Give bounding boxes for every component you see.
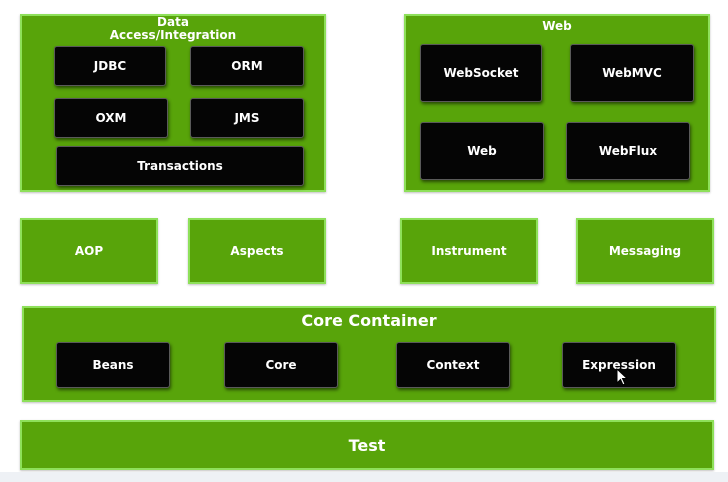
oxm-box: OXM	[54, 98, 168, 138]
core-box: Core	[224, 342, 338, 388]
jms-box: JMS	[190, 98, 304, 138]
transactions-box: Transactions	[56, 146, 304, 186]
beans-box: Beans	[56, 342, 170, 388]
messaging-module: Messaging	[576, 218, 714, 284]
orm-box: ORM	[190, 46, 304, 86]
aspects-module: Aspects	[188, 218, 326, 284]
data-access-title: Data Access/Integration	[22, 16, 324, 42]
aop-label: AOP	[74, 244, 104, 258]
data-access-title-line2: Access/Integration	[109, 28, 237, 42]
instrument-module: Instrument	[400, 218, 538, 284]
context-box: Context	[396, 342, 510, 388]
core-container-module: Core Container Beans Core Context Expres…	[22, 306, 716, 402]
data-access-title-line1: Data	[157, 15, 189, 29]
expression-box: Expression	[562, 342, 676, 388]
web-module: Web WebSocket WebMVC Web WebFlux	[404, 14, 710, 192]
instrument-label: Instrument	[431, 244, 507, 258]
aspects-label: Aspects	[230, 244, 284, 258]
core-container-title: Core Container	[301, 311, 437, 330]
test-module: Test	[20, 420, 714, 470]
web-box: Web	[420, 122, 544, 180]
aop-module: AOP	[20, 218, 158, 284]
jdbc-box: JDBC	[54, 46, 166, 86]
mouse-pointer-icon	[616, 367, 629, 390]
websocket-box: WebSocket	[420, 44, 542, 102]
test-label: Test	[348, 435, 386, 455]
web-title: Web	[542, 19, 572, 33]
messaging-label: Messaging	[608, 244, 682, 258]
data-access-integration-module: Data Access/Integration JDBC ORM OXM JMS…	[20, 14, 326, 192]
webflux-box: WebFlux	[566, 122, 690, 180]
webmvc-box: WebMVC	[570, 44, 694, 102]
bottom-strip	[0, 472, 728, 482]
